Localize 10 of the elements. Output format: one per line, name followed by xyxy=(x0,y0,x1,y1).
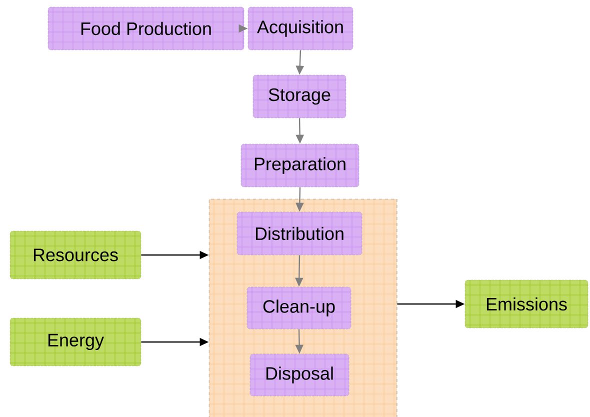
process-box: Disposal xyxy=(250,354,350,396)
process-box: Distribution xyxy=(236,212,362,256)
process-box: Food Production xyxy=(48,6,244,50)
input-output-box: Emissions xyxy=(464,280,588,328)
process-box: Preparation xyxy=(240,144,360,188)
process-box: Clean-up xyxy=(246,286,352,330)
input-output-box: Energy xyxy=(10,318,142,366)
process-box: Storage xyxy=(252,74,346,118)
process-box: Acquisition xyxy=(248,6,354,50)
input-output-box: Resources xyxy=(10,230,142,280)
